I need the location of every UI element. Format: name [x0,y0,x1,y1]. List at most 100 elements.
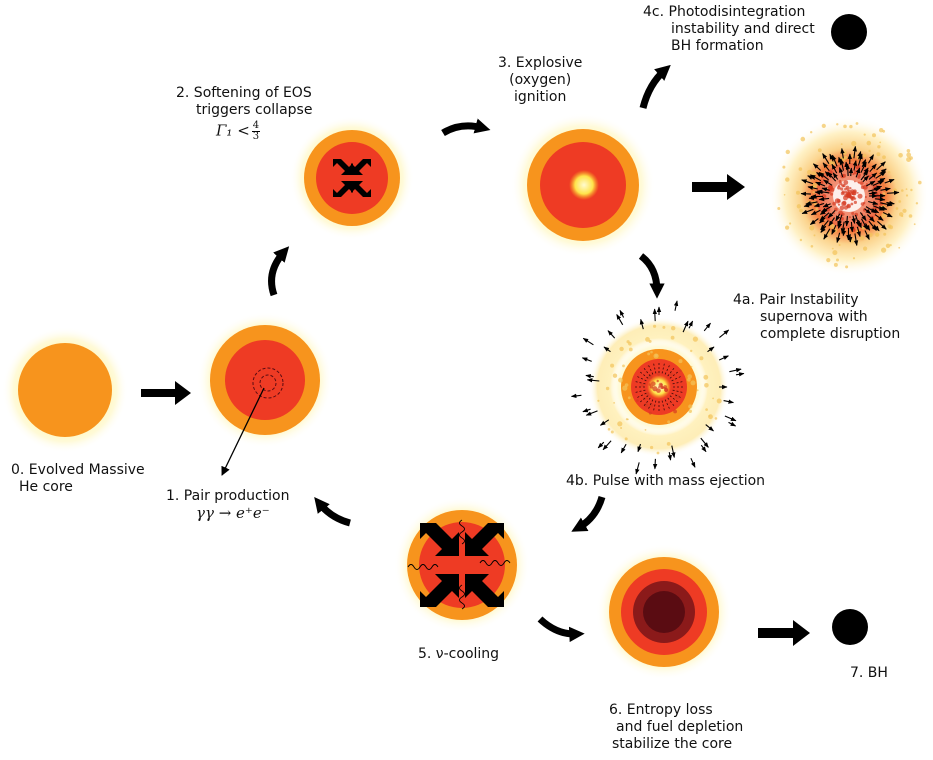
ejecta-speckle [627,419,629,421]
ejecta-speckle [689,410,692,413]
ejecta-speckle [842,191,845,194]
ejecta-speckle [839,182,842,185]
ejecta-speckle [715,417,718,420]
arrow-0-to-1 [141,381,191,405]
ejecta-speckle [832,248,834,250]
ejecta-speckle [852,197,854,199]
ejecta-speckle [861,202,865,206]
ejecta-speckle [858,174,861,177]
ejection-arrow [572,395,582,396]
ejecta-speckle [647,352,650,355]
ejecta-speckle [879,128,883,132]
stage-3-star [511,113,655,257]
ejecta-speckle [857,192,859,194]
ejecta-speckle [657,452,660,455]
ejecta-speckle [902,209,906,213]
ejecta-speckle [898,200,901,203]
ejection-arrow [583,409,591,412]
stage-4c-label: 4c. Photodisintegration instability and … [643,4,815,55]
ejection-arrow [598,442,604,448]
ejecta-speckle [839,244,841,246]
ejecta-speckle [809,190,811,192]
ejecta-speckle [840,206,845,211]
ejecta-speckle [883,233,886,236]
stage-1-star [197,312,333,475]
ejecta-speckle [864,134,866,136]
ejecta-speckle [619,347,623,351]
ejecta-speckle [807,201,810,204]
ejecta-speckle [712,398,714,400]
ejection-arrow [736,374,744,375]
ejecta-speckle [888,171,891,174]
ejecta-speckle [647,365,649,367]
ejecta-speckle [851,212,854,215]
ejecta-speckle [800,239,802,241]
ejecta-speckle [618,378,623,383]
ejecta-speckle [879,142,881,144]
ejection-arrow [691,458,695,467]
ejecta-speckle [853,257,855,259]
stage-3-label: 3. Explosive (oxygen) ignition [498,55,582,106]
ejecta-speckle [617,421,622,426]
ejecta-speckle [708,415,710,417]
ejecta-speckle [832,250,837,255]
ejection-arrow [846,162,847,170]
ejecta-speckle [848,194,852,198]
ejection-arrow [701,445,706,452]
stage-1-label: 1. Pair production γγ → e⁺e⁻ [166,488,289,522]
ejecta-speckle [785,226,789,230]
ejection-arrow [809,198,817,199]
ejecta-speckle [668,402,670,404]
ejecta-speckle [851,203,854,206]
stage-4b-label: 4b. Pulse with mass ejection [566,473,765,490]
ejecta-speckle [890,244,892,246]
ejection-arrow [719,330,728,338]
ejecta-speckle [842,184,845,187]
ejecta-speckle [691,380,696,385]
ejecta-speckle [876,152,880,156]
ejecta-speckle [838,204,840,206]
ejecta-speckle [671,336,675,340]
ejecta-speckle [838,185,840,187]
ejecta-speckle [690,350,692,352]
ejecta-speckle [693,337,698,342]
ejecta-speckle [807,170,812,175]
ejecta-speckle [679,359,683,363]
stage-5-star [394,497,530,633]
ejecta-speckle [636,399,639,402]
arrow-3-to-4a [692,174,745,200]
ejecta-speckle [906,153,911,158]
ejecta-speckle [789,222,791,224]
ejection-arrow [801,194,811,195]
ejection-arrow [583,338,593,345]
ejection-arrow [848,164,849,176]
ejecta-speckle [918,181,922,185]
ejecta-speckle [622,365,625,368]
stage-4a-label: 4a. Pair Instability supernova with comp… [733,292,900,343]
ejecta-speckle [845,191,848,194]
ejecta-speckle [832,202,836,206]
ejecta-speckle [836,123,838,125]
ejecta-speckle [648,374,653,379]
ejection-arrow [620,310,624,317]
ejecta-speckle [863,154,866,157]
ejecta-speckle [872,133,876,137]
ejecta-speckle [847,205,850,208]
ejecta-speckle [916,202,918,204]
ejecta-speckle [650,446,653,449]
ejection-arrow [675,301,677,311]
arrow-5-to-1 [319,503,350,523]
ejecta-speckle [815,208,818,211]
ejecta-speckle [606,387,609,390]
stage-6-star [596,544,732,680]
ejecta-speckle [849,125,852,128]
ejecta-speckle [641,384,644,387]
ejection-arrow [704,323,710,331]
ejecta-speckle [703,375,708,380]
ejecta-speckle [667,442,671,446]
arrow-6-to-7 [758,620,810,646]
ejecta-speckle [667,420,670,423]
ejection-arrow [603,441,611,450]
ejecta-speckle [867,141,872,146]
ejecta-speckle [662,326,665,329]
